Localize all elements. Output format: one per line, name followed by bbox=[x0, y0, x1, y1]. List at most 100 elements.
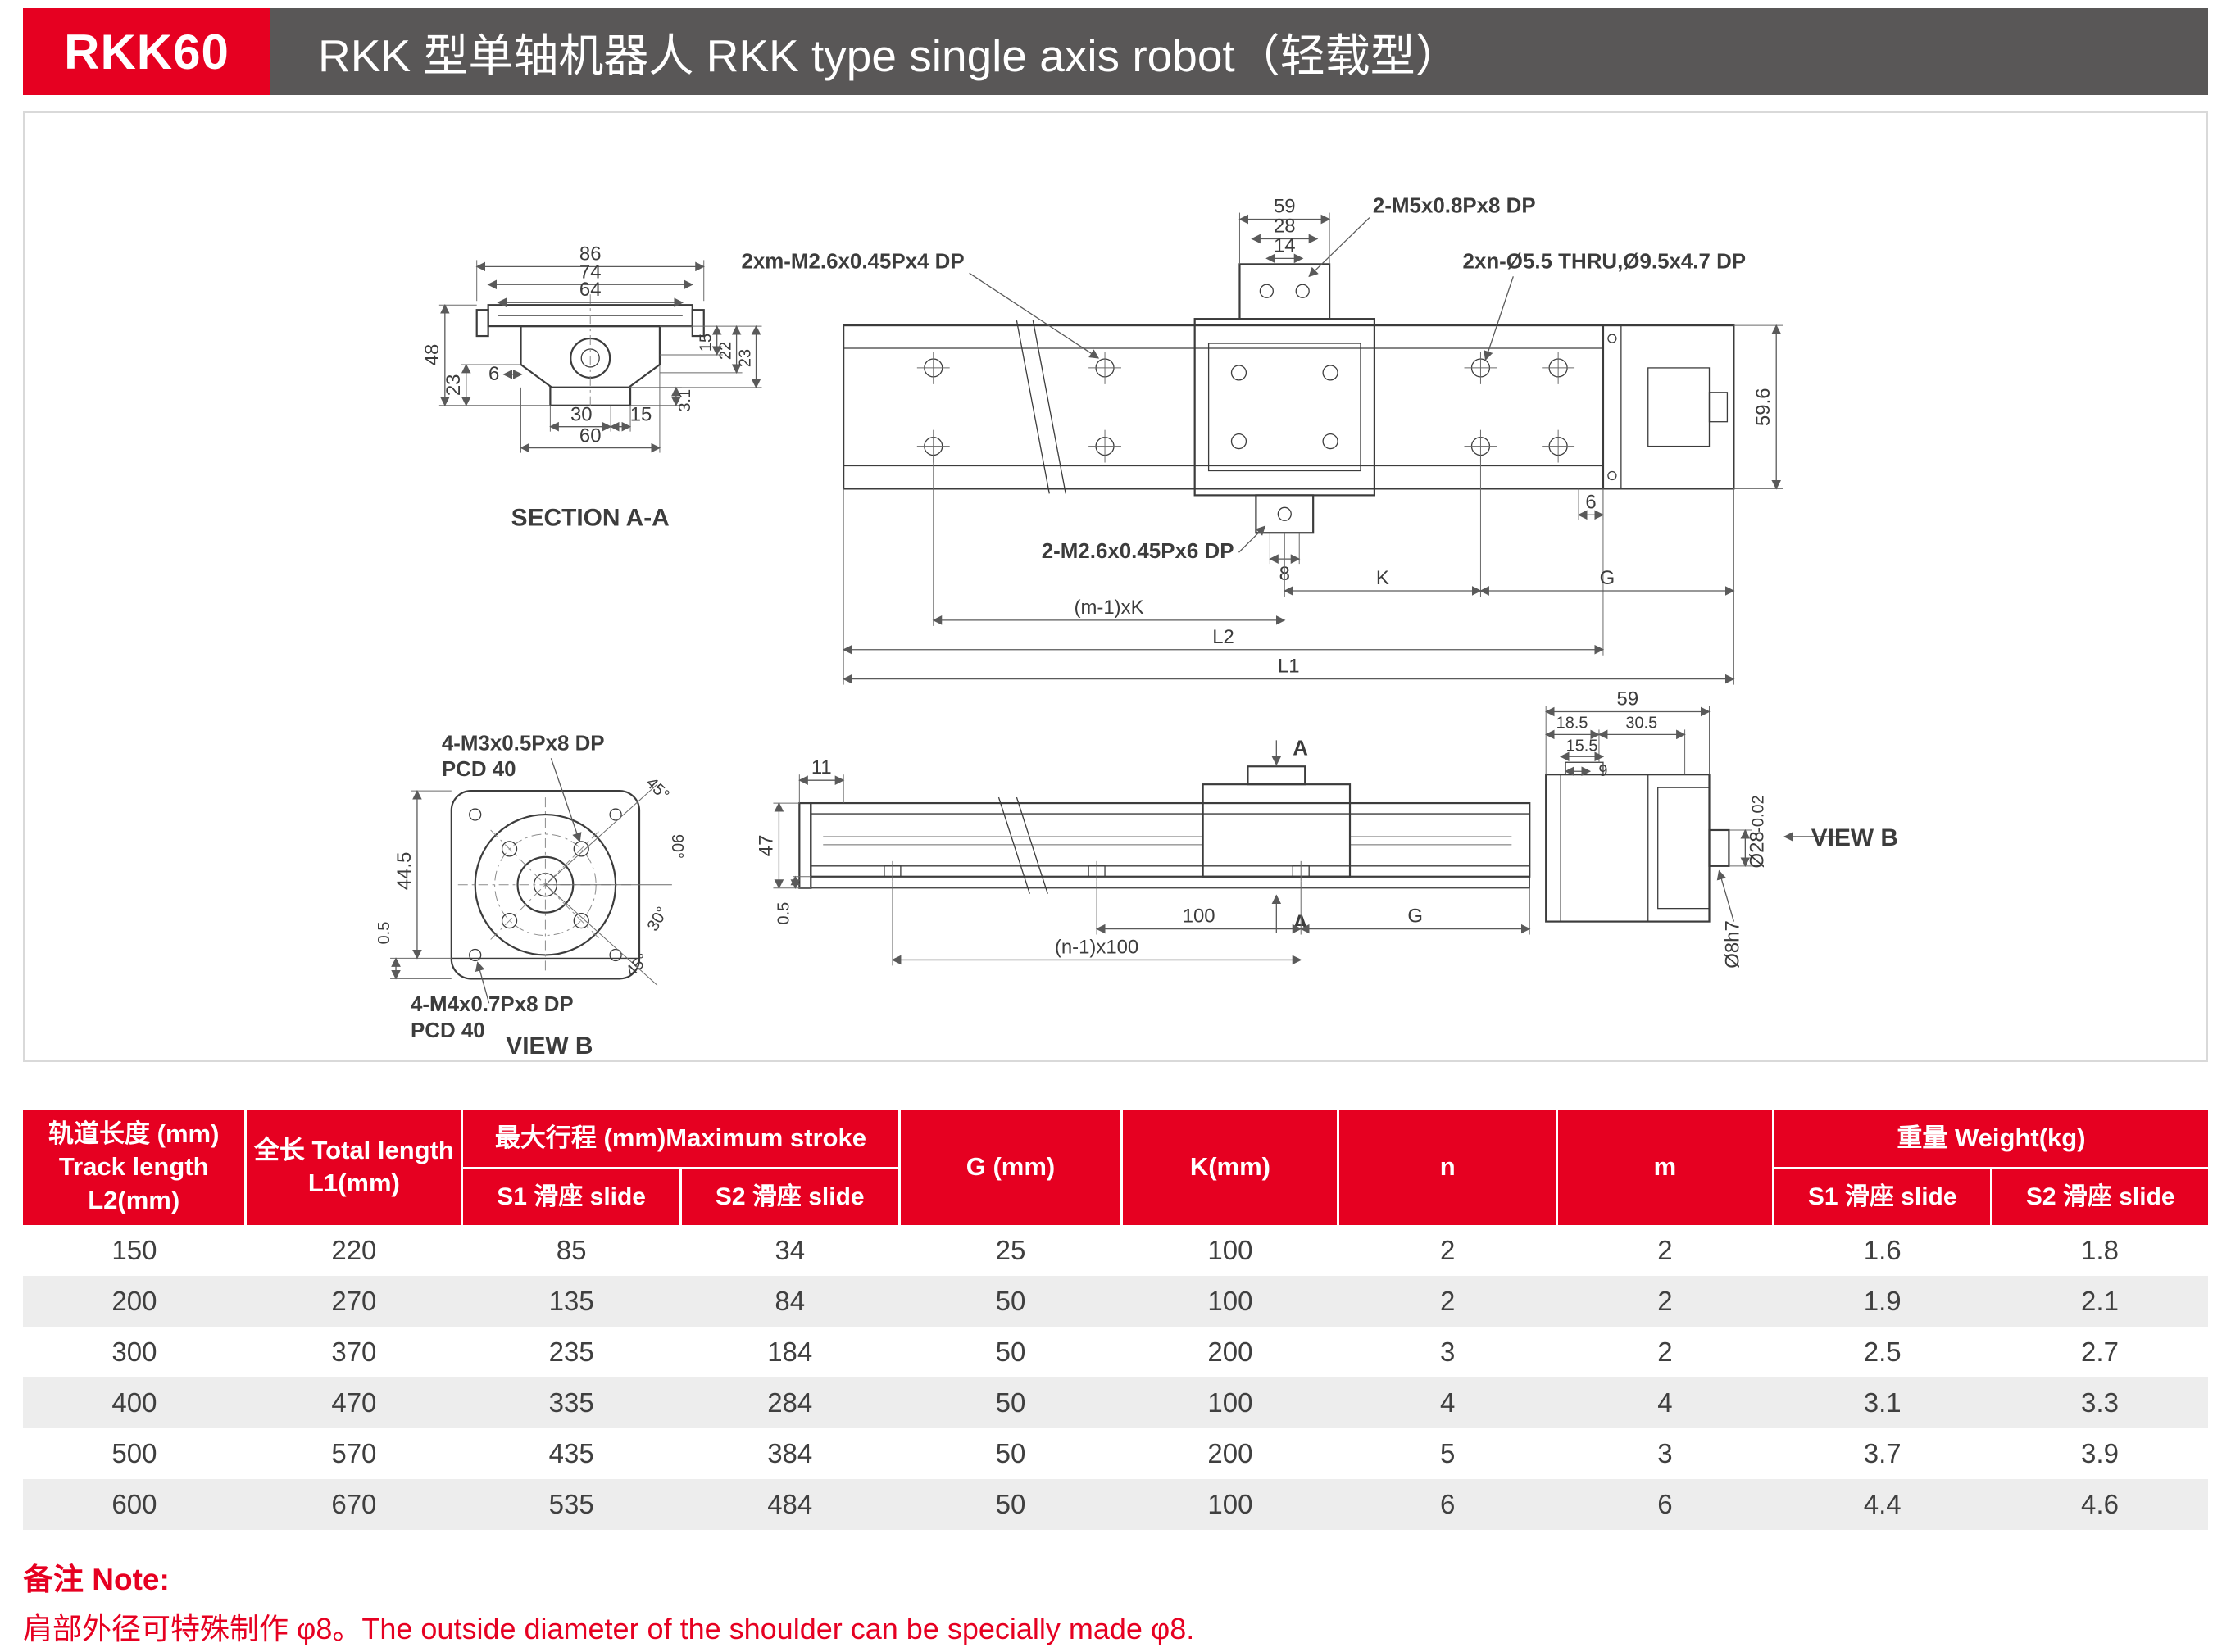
dim-label: 23 bbox=[737, 349, 755, 367]
drawing-callout: 4-M3x0.5Px8 DP bbox=[442, 732, 605, 755]
table-cell: 300 bbox=[111, 1336, 157, 1367]
note-title: 备注 Note: bbox=[23, 1562, 170, 1596]
table-cell: 470 bbox=[331, 1386, 377, 1418]
spec-table: 轨道长度 (mm) Track length L2(mm) 全长 Total l… bbox=[23, 1110, 2208, 1530]
end-detail-view: 59 18.5 30.5 15.5 9 Ø28 -0.02 Ø8h7 bbox=[1545, 688, 1898, 969]
dim-label: 0.5 bbox=[375, 922, 393, 945]
table-cell: 84 bbox=[775, 1285, 806, 1316]
dim-label: 60 bbox=[579, 425, 602, 447]
table-cell: 50 bbox=[995, 1488, 1026, 1519]
col-header-weight-s1: S1 滑座 slide bbox=[1771, 1166, 1992, 1225]
dim-label: 100 bbox=[1183, 905, 1215, 928]
table-cell: 500 bbox=[111, 1437, 157, 1468]
header-line: Track length bbox=[58, 1152, 209, 1182]
dim-label: 45° bbox=[622, 951, 652, 981]
dim-label: 59.6 bbox=[1752, 388, 1774, 426]
view-caption: VIEW B bbox=[506, 1032, 593, 1060]
table-cell: 2 bbox=[1657, 1285, 1673, 1316]
table-cell: 220 bbox=[331, 1234, 377, 1265]
dim-label: 23 bbox=[443, 374, 465, 397]
table-cell: 200 bbox=[111, 1285, 157, 1316]
table-cell: 100 bbox=[1207, 1285, 1253, 1316]
dim-label: G bbox=[1407, 905, 1423, 928]
dim-label: 6 bbox=[1585, 491, 1596, 513]
dim-label: 14 bbox=[1274, 234, 1296, 256]
view-caption: VIEW B bbox=[1811, 824, 1898, 851]
drawing-callout: 2-M2.6x0.45Px6 DP bbox=[1042, 540, 1234, 563]
table-header-group-row: 轨道长度 (mm) Track length L2(mm) 全长 Total l… bbox=[23, 1110, 2208, 1225]
table-cell: 335 bbox=[548, 1386, 594, 1418]
page-title: RKK 型单轴机器人 RKK type single axis robot（轻载… bbox=[318, 30, 1461, 81]
dim-label: 18.5 bbox=[1556, 714, 1588, 732]
dim-label: 6 bbox=[488, 363, 499, 385]
technical-drawing: 86 74 64 48 23 6 30 bbox=[375, 195, 1898, 1060]
dim-label: 30 bbox=[570, 404, 593, 426]
table-cell: 4 bbox=[1439, 1386, 1456, 1418]
dim-label: 90° bbox=[668, 834, 686, 859]
dim-label: (n-1)x100 bbox=[1055, 936, 1138, 958]
table-cell: 6 bbox=[1657, 1488, 1673, 1519]
table-header-sub-row: S1 滑座 slide S2 滑座 slide S1 滑座 slide S2 滑… bbox=[23, 1166, 2208, 1225]
table-cell: 2.7 bbox=[2081, 1336, 2119, 1367]
table-cell: 1.9 bbox=[1863, 1285, 1902, 1316]
col-header-stroke-s2: S2 滑座 slide bbox=[679, 1166, 900, 1225]
technical-drawing-panel: 86 74 64 48 23 6 30 bbox=[23, 111, 2208, 1062]
dim-label: 15 bbox=[630, 404, 652, 426]
table-cell: 2 bbox=[1657, 1336, 1673, 1367]
drawing-callout: 2-M5x0.8Px8 DP bbox=[1373, 195, 1536, 218]
table-cell: 535 bbox=[548, 1488, 594, 1519]
table-cell: 2 bbox=[1439, 1285, 1456, 1316]
plan-view: 59 28 14 2-M5x0.8Px8 DP 2xm-M2.6x0.45Px4… bbox=[741, 195, 1783, 685]
note-body: 肩部外径可特殊制作 φ8。The outside diameter of the… bbox=[23, 1611, 1195, 1645]
col-header-stroke-s1: S1 滑座 slide bbox=[461, 1166, 681, 1225]
table-cell: 200 bbox=[1207, 1437, 1253, 1468]
dim-label: 9 bbox=[1598, 762, 1607, 780]
table-cell: 600 bbox=[111, 1488, 157, 1519]
header-line: L1(mm) bbox=[307, 1169, 400, 1198]
dim-label: 30.5 bbox=[1625, 714, 1657, 732]
col-header-track-length: 轨道长度 (mm) Track length L2(mm) bbox=[23, 1110, 246, 1225]
table-cell: 570 bbox=[331, 1437, 377, 1468]
drawing-callout: 2xm-M2.6x0.45Px4 DP bbox=[741, 250, 964, 273]
table-cell: 284 bbox=[767, 1386, 813, 1418]
header-line: 全长 Total length bbox=[253, 1136, 454, 1165]
table-cell: 50 bbox=[995, 1285, 1026, 1316]
table-cell: 25 bbox=[995, 1234, 1026, 1265]
spec-table-head: 轨道长度 (mm) Track length L2(mm) 全长 Total l… bbox=[23, 1110, 2208, 1225]
table-cell: 85 bbox=[556, 1234, 587, 1265]
table-cell: 2 bbox=[1439, 1234, 1456, 1265]
table-cell: 100 bbox=[1207, 1234, 1253, 1265]
col-header-n: n bbox=[1337, 1110, 1557, 1225]
drawing-callout: PCD 40 bbox=[411, 1019, 485, 1042]
dim-label: 59 bbox=[1274, 196, 1296, 218]
header-line: 轨道长度 (mm) bbox=[48, 1119, 220, 1148]
table-cell: 135 bbox=[548, 1285, 594, 1316]
dim-label: 74 bbox=[579, 261, 602, 283]
col-header-k: K(mm) bbox=[1120, 1110, 1338, 1225]
table-cell: 3.3 bbox=[2081, 1386, 2119, 1418]
table-cell: 3 bbox=[1657, 1437, 1673, 1468]
dim-label: 0.5 bbox=[775, 902, 793, 925]
table-cell: 1.8 bbox=[2081, 1234, 2119, 1265]
dim-label: 59 bbox=[1617, 688, 1639, 710]
drawing-callout: 4-M4x0.7Px8 DP bbox=[411, 993, 574, 1016]
table-cell: 1.6 bbox=[1863, 1234, 1902, 1265]
side-view: A A 11 47 0.5 100 bbox=[755, 737, 1531, 966]
dim-label: 45° bbox=[643, 774, 673, 804]
dim-label: 64 bbox=[579, 279, 602, 301]
table-cell: 5 bbox=[1439, 1437, 1456, 1468]
table-cell: 100 bbox=[1207, 1488, 1253, 1519]
dim-label: 86 bbox=[579, 243, 602, 265]
table-cell: 3.1 bbox=[1863, 1386, 1902, 1418]
table-cell: 3.7 bbox=[1863, 1437, 1902, 1468]
dim-label: L1 bbox=[1278, 656, 1300, 678]
col-header-g: G (mm) bbox=[897, 1110, 1122, 1225]
dim-label: 3.1 bbox=[676, 389, 694, 412]
flange-view: 45° 90° 30° 45° 44.5 0.5 4-M3x0.5Px8 DP … bbox=[375, 732, 686, 1060]
table-cell: 6 bbox=[1439, 1488, 1456, 1519]
dim-label: 22 bbox=[717, 342, 735, 360]
header-bar: RKK60 RKK 型单轴机器人 RKK type single axis ro… bbox=[23, 8, 2208, 95]
table-cell: 3.9 bbox=[2081, 1437, 2119, 1468]
